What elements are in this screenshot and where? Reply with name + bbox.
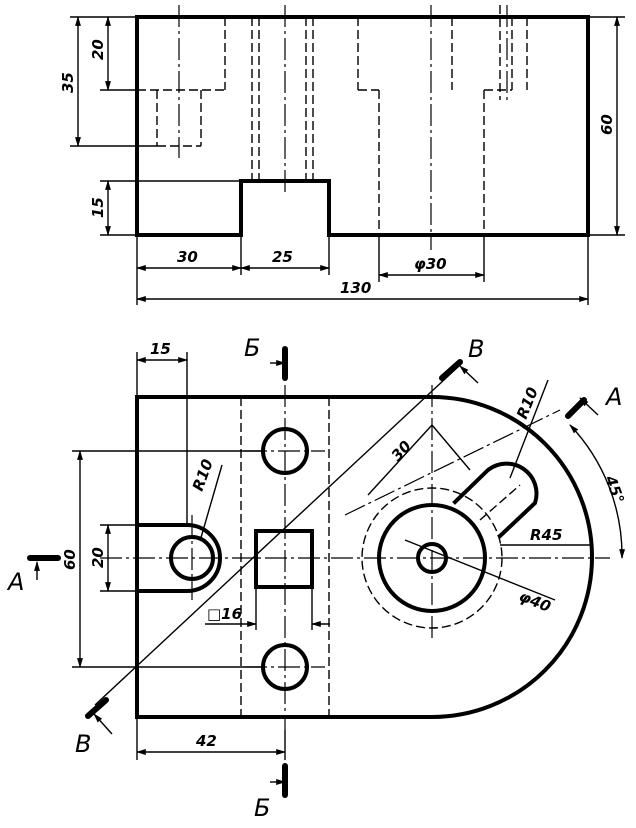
cut-label-a-left: А: [6, 568, 24, 596]
top-dim-sq16: □16: [205, 587, 330, 630]
top-inclined-slot-hidden: [479, 484, 521, 521]
front-dim-60-text: 60: [598, 114, 616, 135]
top-dim-sq16-text: □16: [207, 605, 242, 623]
cut-label-b-top: Б: [244, 334, 260, 362]
top-dim-60-text: 60: [61, 549, 79, 570]
front-dim-20: 20: [89, 16, 137, 91]
cut-mark-v-top: [439, 359, 463, 381]
cut-label-v-bottom: В: [75, 730, 91, 758]
top-view-outline: [135, 395, 594, 719]
front-dim-130-text: 130: [340, 279, 371, 297]
front-hidden-boss: [357, 17, 513, 235]
front-dim-30-text: 30: [177, 248, 198, 266]
front-dim-35-text: 35: [59, 72, 77, 93]
front-hidden-square-slot: [251, 17, 314, 181]
top-dim-42: 42: [136, 717, 286, 760]
top-dim-r10: R10: [509, 379, 549, 479]
top-dim-r45: R45: [500, 526, 590, 546]
top-square-16: [254, 529, 314, 589]
front-dim-25: 25: [240, 235, 330, 275]
top-dim-20: 20: [89, 524, 137, 592]
front-view: 20 35 15 60 30: [59, 5, 625, 305]
front-dim-35: 35: [59, 16, 157, 147]
front-hidden-left-hole: [137, 17, 226, 147]
top-dim-r45-text: R45: [530, 526, 562, 544]
cut-mark-v-bottom: [85, 697, 109, 719]
cut-arrow-v-top: [459, 365, 479, 384]
top-dim-phi40-text: φ40: [517, 587, 554, 616]
front-dim-130: 130: [136, 235, 589, 305]
cut-label-v-top: В: [468, 335, 484, 363]
front-dim-phi30-text: φ30: [414, 255, 447, 273]
cut-label-a-right: А: [604, 383, 622, 411]
top-inclined-slot: [452, 461, 539, 539]
front-dim-20-text: 20: [89, 39, 107, 60]
top-dim-15: 15: [136, 340, 188, 525]
front-hidden-slot-r10: [499, 5, 528, 100]
front-dim-15: 15: [89, 180, 241, 236]
cut-arrow-a-right: [579, 397, 599, 416]
front-dim-30: 30: [136, 235, 242, 305]
top-dim-30-text: 30: [388, 437, 415, 465]
front-dim-15-text: 15: [89, 197, 107, 218]
top-dim-15-text: 15: [150, 340, 171, 358]
top-dim-60: 60: [61, 450, 265, 668]
front-dim-phi30: φ30: [378, 235, 485, 282]
section-line-v: [94, 364, 461, 706]
cut-arrow-v-bottom: [93, 713, 113, 735]
top-dim-20-text: 20: [89, 547, 107, 568]
top-dim-42-text: 42: [195, 732, 217, 750]
front-view-outline: [135, 15, 590, 237]
front-dim-60: 60: [588, 16, 625, 236]
top-dim-r-small-text: R10: [189, 457, 217, 494]
top-centerline-45: [344, 409, 561, 516]
cut-label-b-bottom: Б: [254, 794, 270, 822]
top-dim-45-text: 45°: [601, 472, 628, 506]
cut-mark-a-right: [565, 397, 587, 419]
front-dim-25-text: 25: [272, 248, 293, 266]
top-view: Б Б В В А А 15 R10 30 R10: [6, 334, 628, 822]
top-dim-r10-text: R10: [513, 385, 542, 422]
